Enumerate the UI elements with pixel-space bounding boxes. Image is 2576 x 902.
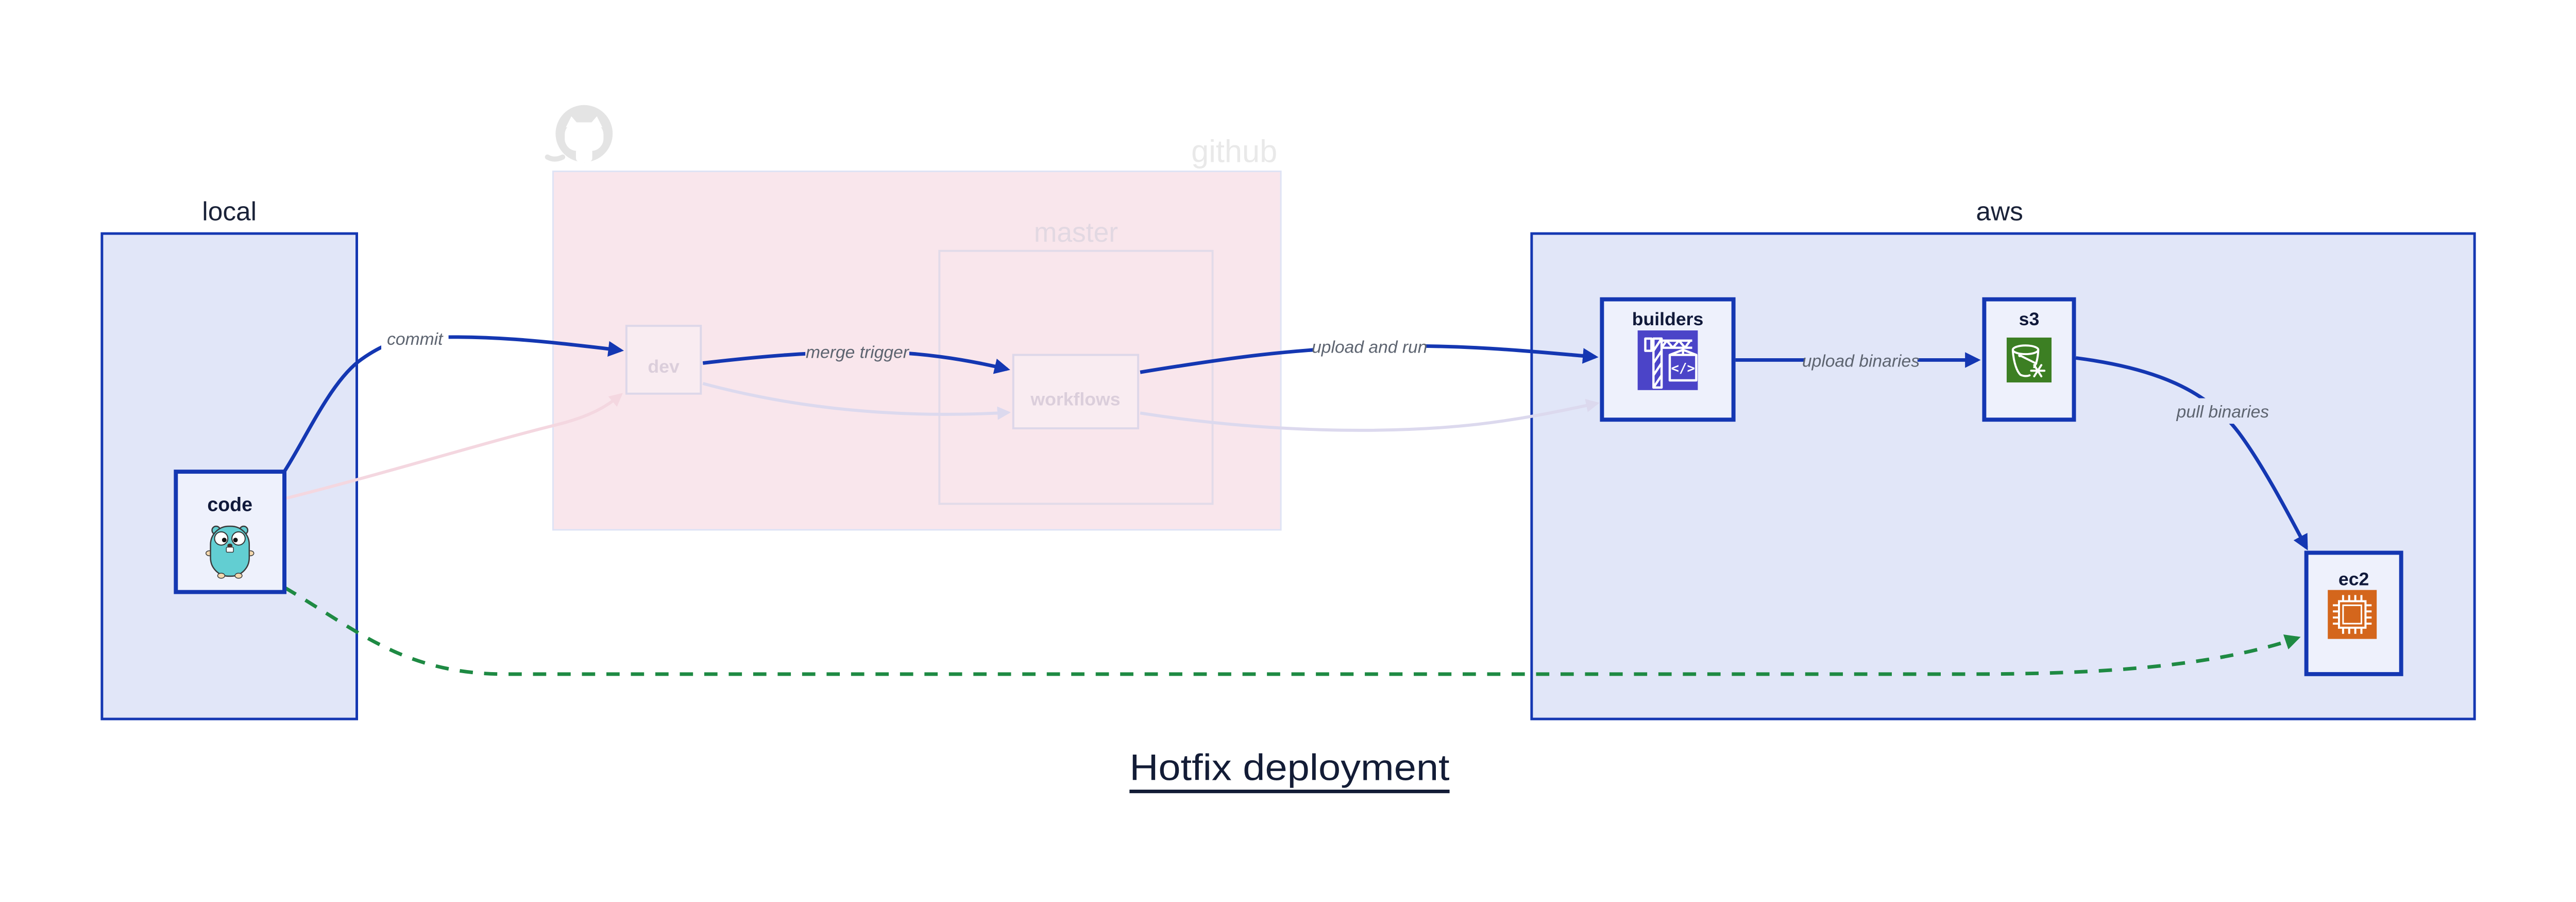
commit-label-bg [381, 325, 449, 351]
ec2-chip-outer [2337, 600, 2367, 629]
github-label: github [1191, 133, 1277, 169]
ec2-node: ec2 [2304, 550, 2403, 676]
diagram-title: Hotfix deployment [1129, 748, 1450, 789]
builders-node-label: builders [1632, 309, 1704, 329]
pull-binaries-edge-label-group: pull binaries [2174, 398, 2272, 424]
s3-snowflake [2030, 364, 2046, 378]
s3-node: s3 [1982, 297, 2076, 422]
codebuild-icon-code-text: </> [1671, 361, 1694, 376]
ec2-chip-pins [2333, 595, 2372, 634]
s3-bucket-handle [2019, 354, 2038, 365]
workflows-node-label: workflows [1030, 389, 1120, 410]
merge-trigger-label-bg [805, 338, 909, 364]
upload-binaries-edge-label-group: upload binaries [1802, 347, 1920, 373]
gopher-teeth [226, 546, 234, 553]
merge-trigger-edge-label-group: merge trigger [805, 338, 910, 364]
pull-binaries-label-bg [2174, 398, 2272, 424]
ec2-chip-icon [2328, 590, 2377, 639]
diagram-title-group: Hotfix deployment [1129, 748, 1450, 793]
faded-merge-edge [702, 382, 1011, 420]
upload-and-run-label-bg [1313, 333, 1426, 359]
hotfix-dashed-edge [283, 586, 2301, 676]
dev-node-box [625, 325, 702, 395]
commit-label: commit [387, 330, 444, 349]
gopher-nose [227, 543, 233, 548]
s3-node-label: s3 [2019, 309, 2040, 329]
s3-handle-pivot [2018, 354, 2022, 358]
master-container: master [938, 218, 1214, 505]
upload-and-run-edge-label-group: upload and run [1312, 333, 1427, 359]
gopher-pupil-right [233, 538, 238, 543]
gopher-foot-right [234, 573, 243, 579]
dev-node-label: dev [648, 356, 680, 377]
builders-node: builders </> [1600, 297, 1736, 422]
faded-upload-edge [1140, 398, 1600, 432]
workflows-node: workflows [1012, 354, 1140, 430]
master-box [938, 249, 1214, 505]
aws-label: aws [1976, 196, 2023, 226]
dev-node: dev [625, 325, 702, 395]
gopher-foot-left [217, 573, 226, 579]
go-gopher-icon [205, 525, 255, 579]
master-label: master [1034, 218, 1118, 248]
ec2-node-label: ec2 [2338, 569, 2369, 590]
code-node: code [174, 470, 287, 594]
octocat-tail [545, 154, 566, 162]
faded-commit-edge [284, 393, 623, 500]
codebuild-crane-lines [1644, 337, 1698, 389]
octocat-body [575, 147, 592, 162]
gopher-pupil-left [222, 538, 227, 543]
merge-trigger-label: merge trigger [806, 343, 910, 362]
ec2-chip-inner [2342, 604, 2362, 625]
ec2-icon-bg [2328, 590, 2377, 639]
code-node-label: code [207, 493, 252, 515]
local-container: local [100, 196, 358, 721]
local-label: local [202, 196, 257, 226]
octocat-face [565, 122, 604, 151]
s3-glacier-bucket-icon [2006, 337, 2052, 382]
workflows-node-box [1012, 354, 1140, 430]
github-octocat-icon [545, 105, 613, 162]
upload-and-run-label: upload and run [1312, 338, 1427, 357]
upload-binaries-label: upload binaries [1802, 352, 1920, 371]
pull-binaries-label: pull binaries [2176, 403, 2269, 422]
pull-binaries-edge [2076, 356, 2308, 550]
commit-edge-label-group: commit [381, 325, 449, 351]
upload-binaries-label-bg [1804, 347, 1918, 373]
codebuild-crane-icon: </> [1637, 330, 1698, 390]
